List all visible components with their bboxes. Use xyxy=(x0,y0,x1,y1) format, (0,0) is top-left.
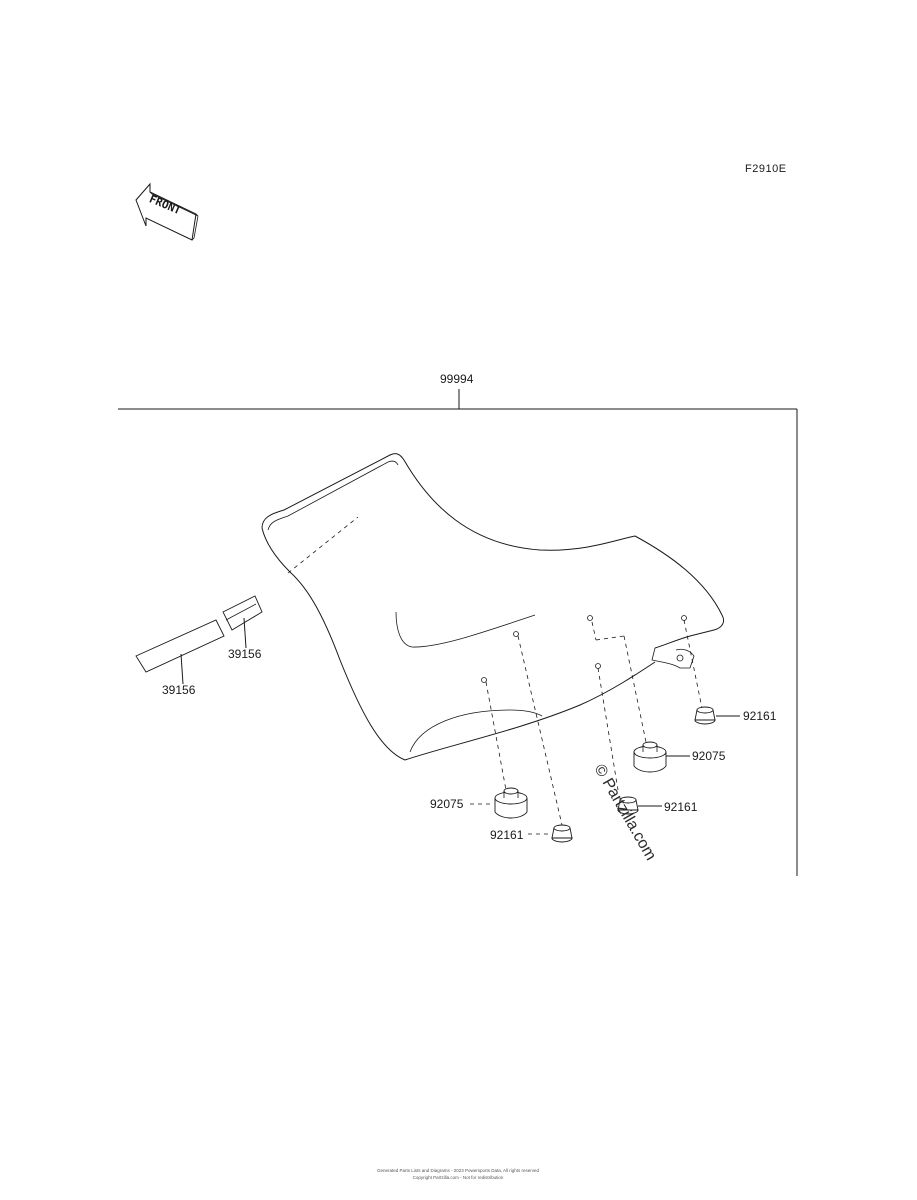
strap-inner-part xyxy=(222,595,263,631)
damper-bottom-label: 92161 xyxy=(490,828,524,842)
damper-right-top-label: 92161 xyxy=(743,709,777,723)
strap-outer-label: 39156 xyxy=(162,683,196,697)
strap-outer-part xyxy=(135,619,225,673)
strap-inner-label: 39156 xyxy=(228,647,262,661)
damper-right-top-part xyxy=(694,706,716,725)
damper-center-part xyxy=(617,796,639,815)
bushing-right-part xyxy=(633,741,667,773)
bushing-right-label: 92075 xyxy=(692,749,726,763)
footer-line-2: Copyright Partzilla.com - Not for redist… xyxy=(413,1175,504,1180)
damper-center-label: 92161 xyxy=(664,800,698,814)
damper-bottom-part xyxy=(551,824,573,843)
pin-marks xyxy=(481,615,687,683)
bushing-left-label: 92075 xyxy=(430,797,464,811)
footer-line-1: Generated Parts Lists and Diagrams - 202… xyxy=(377,1168,540,1173)
seat xyxy=(261,453,725,761)
diagram-code: F2910E xyxy=(745,163,787,175)
alignment-lines xyxy=(287,516,703,826)
bushing-left-part xyxy=(494,787,528,819)
front-arrow-icon: FRONT xyxy=(135,182,199,241)
assembly-bracket xyxy=(118,389,798,876)
assembly-label: 99994 xyxy=(440,372,474,386)
watermark: © Partzilla.com xyxy=(591,762,660,864)
front-label: FRONT xyxy=(147,192,183,217)
